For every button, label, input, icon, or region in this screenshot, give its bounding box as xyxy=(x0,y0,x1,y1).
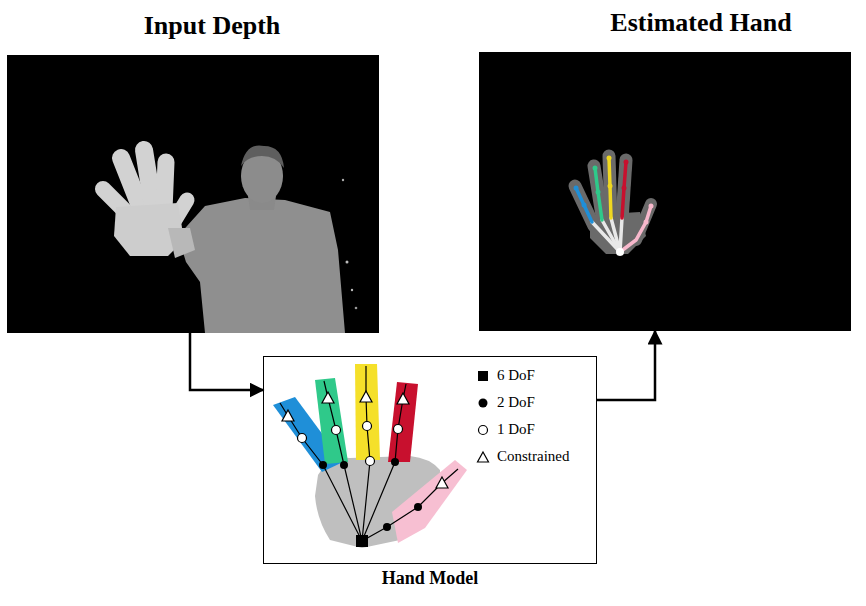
depth-image-panel: Input Depth xyxy=(7,55,379,333)
legend-entry: Constrained xyxy=(476,443,570,470)
estimated-hand-panel: Estimated Hand xyxy=(479,52,851,331)
legend-entry: 2 DoF xyxy=(476,389,570,416)
legend-label: 1 DoF xyxy=(497,421,535,438)
panel-heading: Input Depth xyxy=(144,11,281,41)
legend-entry: 6 DoF xyxy=(476,362,570,389)
legend-label: 6 DoF xyxy=(497,367,535,384)
legend-label: Constrained xyxy=(497,448,570,465)
flow-arrow xyxy=(190,333,263,390)
flow-arrow xyxy=(597,331,655,400)
panel-heading: Estimated Hand xyxy=(610,8,791,38)
legend-symbol xyxy=(476,369,490,383)
legend-label: 2 DoF xyxy=(497,394,535,411)
legend-symbol xyxy=(476,423,490,437)
legend-symbol xyxy=(476,396,490,410)
legend-symbol xyxy=(476,450,490,464)
panel-caption: Hand Model xyxy=(382,568,479,589)
legend-entry: 1 DoF xyxy=(476,416,570,443)
legend: 6 DoF 2 DoF 1 DoF Constrained xyxy=(476,362,570,470)
